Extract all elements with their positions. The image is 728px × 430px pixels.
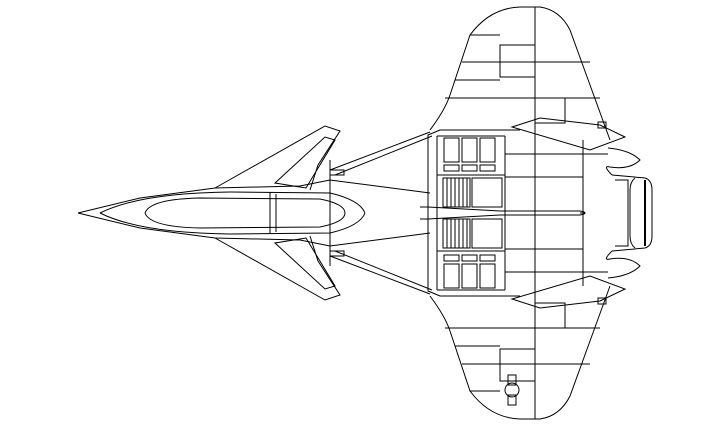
actuator bbox=[597, 121, 607, 129]
center-spine bbox=[420, 206, 586, 214]
hatch bbox=[443, 137, 460, 163]
exhaust-housing bbox=[611, 174, 653, 213]
intake-grille bbox=[442, 177, 471, 208]
canopy-inner bbox=[144, 197, 346, 214]
strake bbox=[510, 117, 627, 151]
hatch bbox=[461, 164, 478, 172]
body-outline bbox=[427, 129, 520, 213]
hatch bbox=[479, 164, 496, 172]
intake-grille-lines bbox=[446, 178, 468, 207]
fuselage-outline bbox=[77, 179, 431, 214]
wing-panel bbox=[534, 97, 566, 124]
aircraft-lower-half bbox=[77, 212, 653, 420]
hatch bbox=[443, 164, 460, 172]
aircraft-upper-half bbox=[77, 6, 653, 214]
intake-bay bbox=[471, 177, 503, 208]
roundel-insignia bbox=[504, 374, 520, 406]
exhaust-panel bbox=[629, 177, 636, 213]
nacelle bbox=[606, 147, 641, 176]
canard-flap bbox=[273, 136, 336, 189]
hatch bbox=[479, 137, 496, 163]
canopy-outer bbox=[99, 191, 366, 214]
wing-panel bbox=[499, 44, 536, 78]
hatch bbox=[461, 137, 478, 163]
fuselage-spine bbox=[329, 131, 433, 176]
exhaust-panel bbox=[615, 179, 629, 213]
wing-outline bbox=[429, 6, 611, 141]
